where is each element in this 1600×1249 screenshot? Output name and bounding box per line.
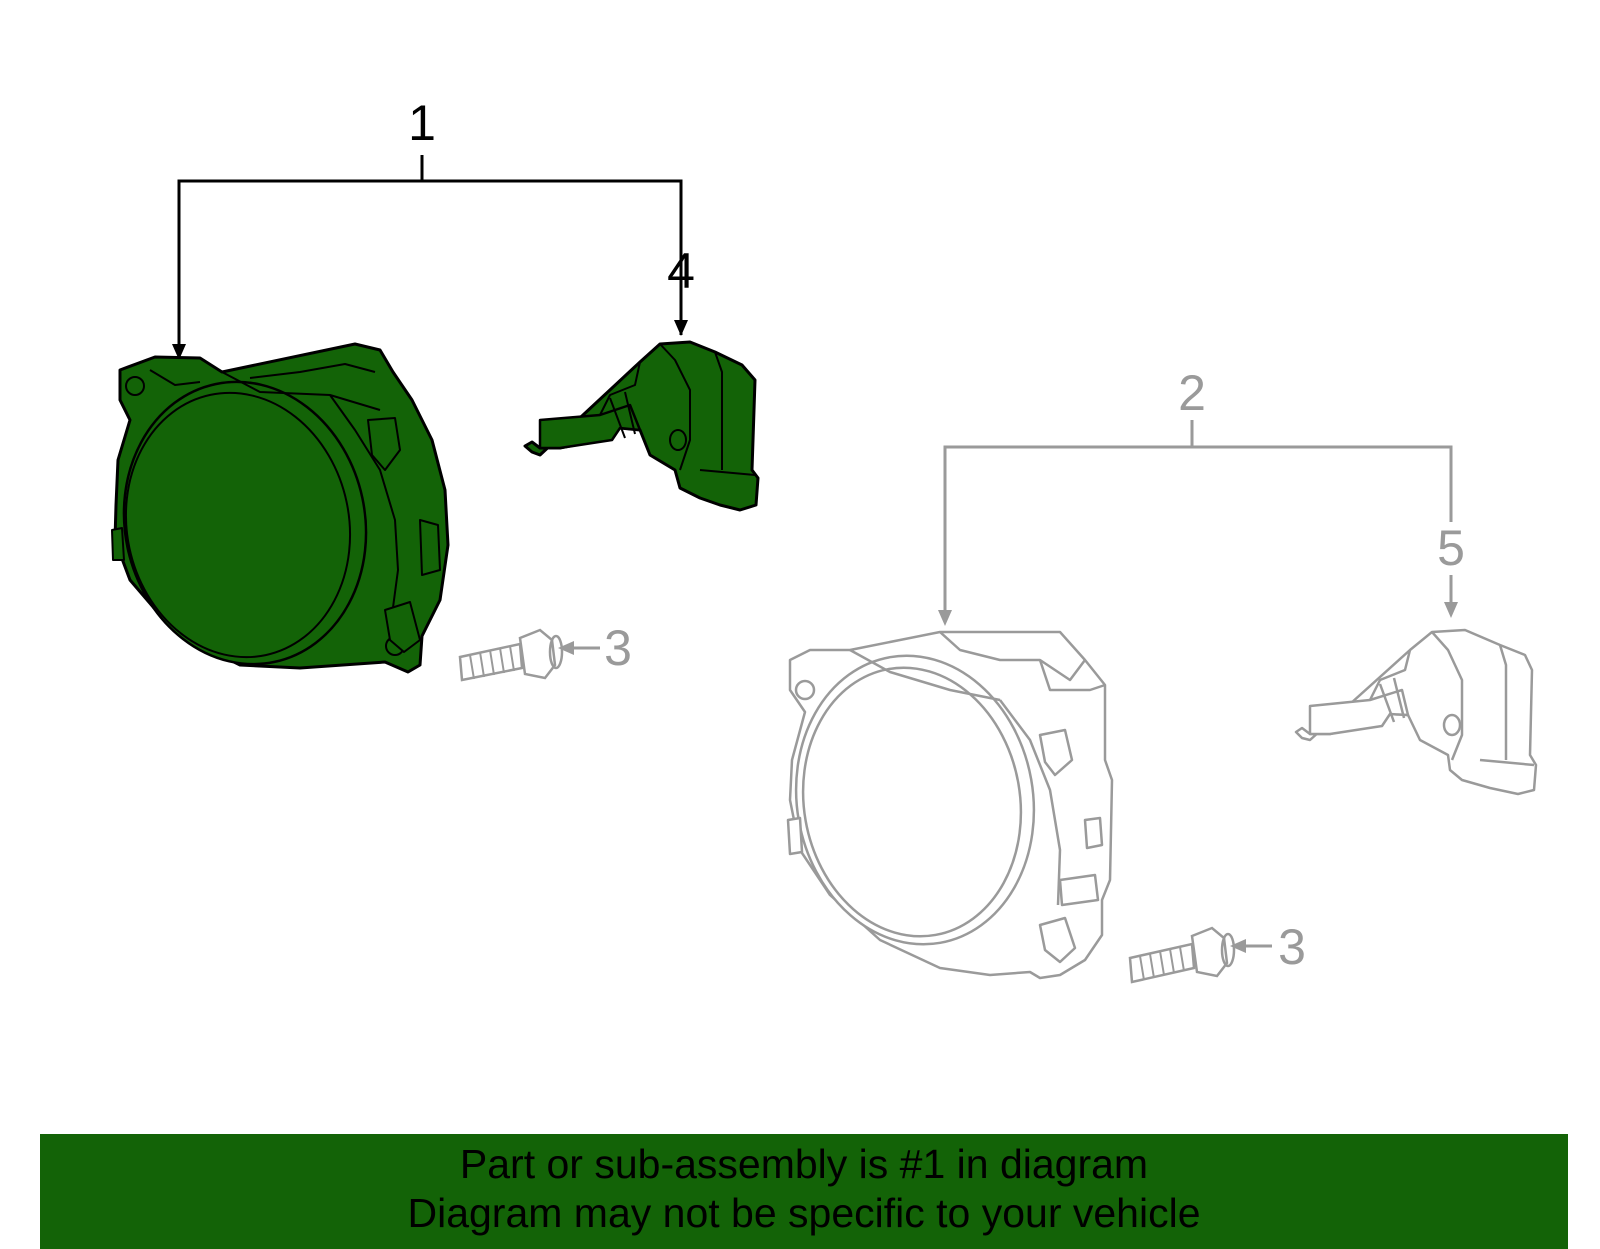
callout-3-right-arrowhead [1230,939,1246,953]
callout-2-leader [943,420,1453,622]
info-banner: Part or sub-assembly is #1 in diagram Di… [40,1134,1568,1249]
callout-4-label: 4 [667,243,695,299]
banner-line-1: Part or sub-assembly is #1 in diagram [459,1141,1149,1187]
bulb-5 [1294,628,1538,796]
callout-5-label: 5 [1437,520,1465,576]
callout-3-right-label: 3 [1278,919,1306,975]
fog-lamp-assembly-highlighted [111,342,450,674]
callout-2-label: 2 [1178,365,1206,421]
bulb-4-highlighted [523,340,760,512]
callout-1-arrowhead [172,344,186,360]
callout-3-left-label: 3 [604,620,632,676]
callout-3-left-arrowhead [558,641,574,655]
callout-1-label: 1 [408,95,436,151]
callout-2-arrowhead [938,610,952,626]
callout-5-arrowhead [1444,602,1458,618]
bolt-3-right [1128,926,1236,984]
fog-lamp-assembly-2 [786,630,1114,980]
banner-line-2: Diagram may not be specific to your vehi… [407,1190,1201,1236]
bolt-3-left [458,628,564,682]
callout-1-leader [177,155,683,356]
info-banner-bg [40,1134,1568,1249]
